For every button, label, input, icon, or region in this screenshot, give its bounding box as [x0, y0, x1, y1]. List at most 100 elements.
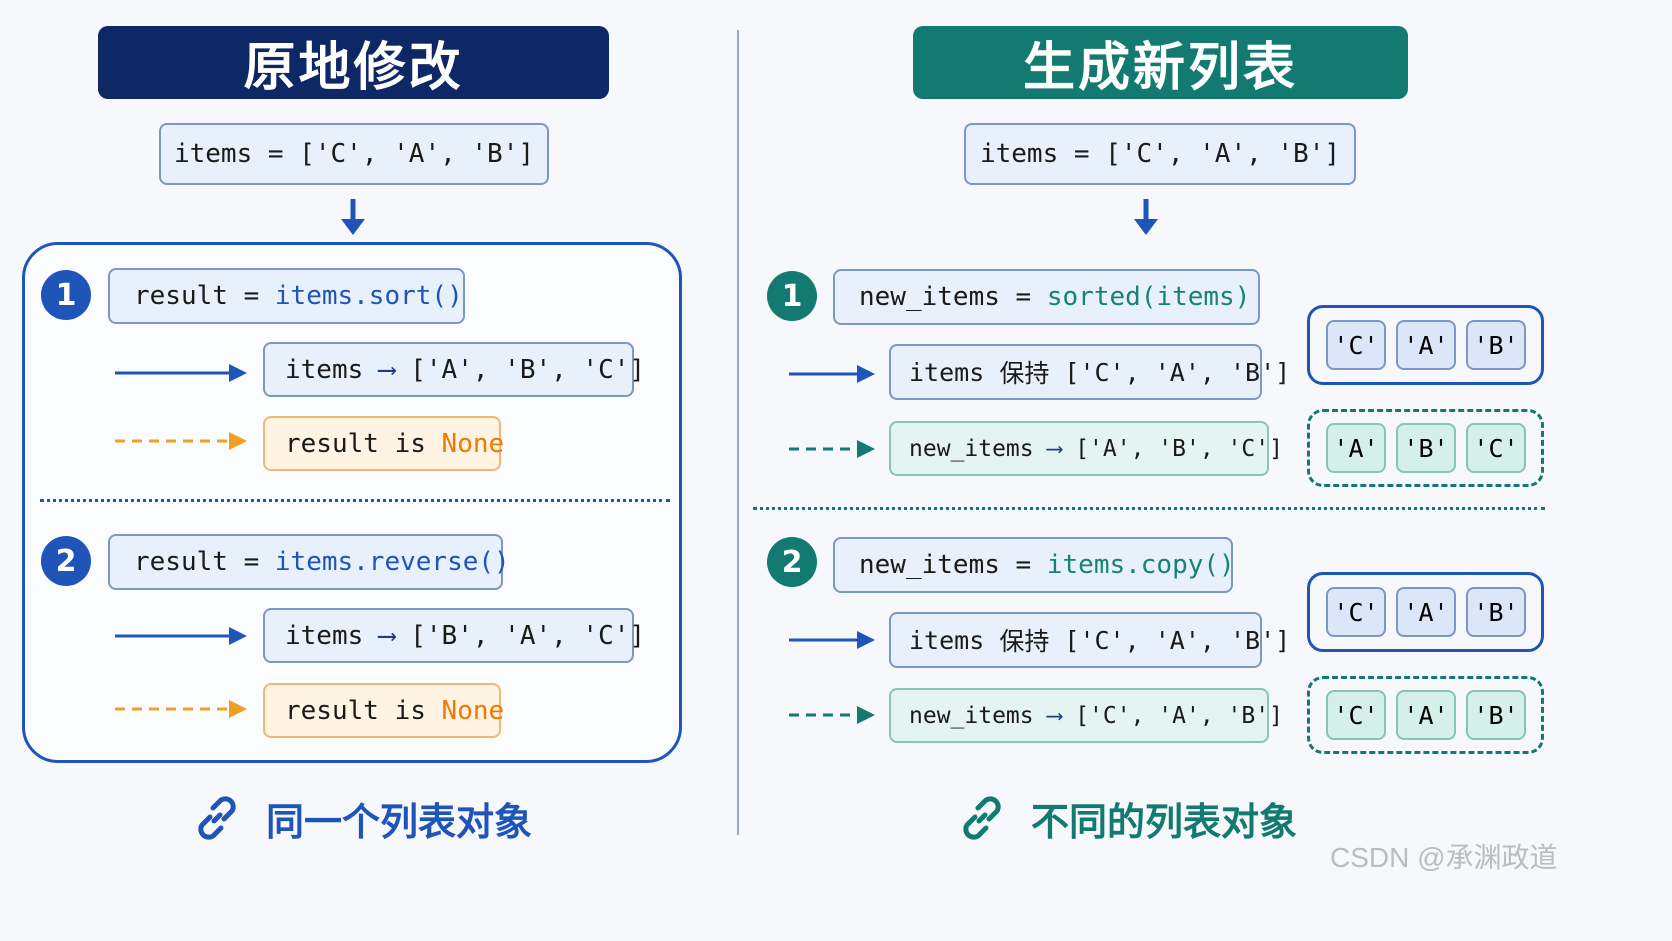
items-state-box: items ⟶ ['B', 'A', 'C']	[263, 608, 645, 663]
step-1-badge: 1	[41, 270, 91, 320]
keep-var: items	[909, 357, 985, 387]
result-none-box: result is None	[263, 416, 504, 471]
list-cell: 'B'	[1466, 587, 1526, 637]
res-val: None	[441, 428, 505, 459]
right-caption-text: 不同的列表对象	[1031, 799, 1298, 844]
code-call: items.reverse()	[274, 547, 510, 577]
list-cell: 'A'	[1396, 587, 1456, 637]
start-val: ['C', 'A', 'B']	[299, 139, 535, 169]
keep-word: 保持	[999, 627, 1050, 656]
solid-arrow	[115, 627, 247, 645]
res-var: result	[285, 695, 379, 726]
new-val: ['A', 'B', 'C']	[1075, 435, 1283, 462]
code-var: new_items	[859, 550, 1000, 580]
start-eq: =	[1073, 139, 1090, 169]
left-title-text: 原地修改	[243, 38, 464, 98]
code-call: items.sort()	[274, 281, 463, 311]
code-var: result	[134, 547, 228, 577]
sort-code-box: result = items.sort()	[108, 268, 465, 324]
link-icon	[198, 796, 236, 840]
keep-var: items	[909, 625, 985, 655]
center-divider	[737, 30, 739, 835]
new-var: new_items	[909, 702, 1034, 729]
code-eq: =	[243, 547, 260, 577]
step-number: 2	[781, 544, 803, 580]
left-caption-text: 同一个列表对象	[266, 799, 533, 844]
left-steps-frame	[22, 242, 682, 763]
keep-val: ['C', 'A', 'B']	[1064, 357, 1291, 387]
dashed-arrow	[115, 700, 247, 718]
res-val: None	[441, 695, 505, 726]
left-caption: 同一个列表对象	[190, 790, 532, 846]
list-cell: 'A'	[1396, 320, 1456, 370]
result-none-box: result is None	[263, 683, 504, 738]
step-number: 1	[55, 277, 77, 313]
arrow-right-icon: ⟶	[1047, 702, 1062, 729]
dashed-arrow	[115, 432, 247, 450]
dashed-arrow	[789, 706, 875, 724]
list-cell: 'B'	[1396, 423, 1456, 473]
step-number: 1	[781, 278, 803, 314]
sorted-code-box: new_items = sorted(items)	[833, 269, 1260, 325]
list-cell: 'C'	[1326, 690, 1386, 740]
left-dotted-separator	[40, 499, 670, 502]
right-title-text: 生成新列表	[1022, 38, 1298, 98]
copy-code-box: new_items = items.copy()	[833, 537, 1235, 593]
step-number: 2	[55, 543, 77, 579]
step-2-badge: 2	[767, 537, 817, 587]
right-caption: 不同的列表对象	[955, 790, 1297, 846]
right-start-code: items = ['C', 'A', 'B']	[964, 123, 1356, 185]
new-items-box: new_items ⟶ ['C', 'A', 'B']	[889, 688, 1283, 743]
new-items-box: new_items ⟶ ['A', 'B', 'C']	[889, 421, 1283, 476]
new-var: new_items	[909, 435, 1034, 462]
arrow-right-icon: ⟶	[378, 354, 395, 385]
state-var: items	[285, 354, 364, 385]
start-eq: =	[267, 139, 284, 169]
arrow-right-icon: ⟶	[1047, 435, 1062, 462]
code-eq: =	[1015, 282, 1032, 312]
state-val: ['B', 'A', 'C']	[410, 620, 646, 651]
new-list-frame	[1307, 676, 1544, 754]
code-call: sorted(items)	[1046, 282, 1251, 312]
code-var: new_items	[859, 282, 1000, 312]
start-var: items	[979, 139, 1059, 169]
list-cell: 'A'	[1326, 423, 1386, 473]
dashed-arrow	[789, 440, 875, 458]
right-down-arrow	[1134, 199, 1158, 235]
res-is: is	[394, 428, 426, 459]
new-val: ['C', 'A', 'B']	[1075, 702, 1283, 729]
state-val: ['A', 'B', 'C']	[410, 354, 646, 385]
res-is: is	[394, 695, 426, 726]
link-icon	[963, 796, 1001, 840]
right-title: 生成新列表	[913, 26, 1408, 99]
res-var: result	[285, 428, 379, 459]
list-cell: 'A'	[1396, 690, 1456, 740]
left-start-code: items = ['C', 'A', 'B']	[159, 123, 549, 185]
keep-val: ['C', 'A', 'B']	[1064, 625, 1291, 655]
list-cell: 'B'	[1466, 320, 1526, 370]
items-keep-box: items 保持 ['C', 'A', 'B']	[889, 344, 1290, 400]
arrow-right-icon: ⟶	[378, 620, 395, 651]
left-title: 原地修改	[98, 26, 609, 99]
list-cell: 'C'	[1326, 587, 1386, 637]
start-val: ['C', 'A', 'B']	[1105, 139, 1341, 169]
right-dotted-separator	[753, 507, 1545, 510]
list-cell: 'B'	[1466, 690, 1526, 740]
original-list-frame	[1307, 572, 1544, 652]
original-list-frame	[1307, 305, 1544, 385]
keep-word: 保持	[999, 359, 1050, 388]
code-call: items.copy()	[1046, 550, 1235, 580]
list-cell: 'C'	[1466, 423, 1526, 473]
state-var: items	[285, 620, 364, 651]
left-down-arrow	[341, 199, 365, 235]
reverse-code-box: result = items.reverse()	[108, 534, 510, 590]
solid-arrow	[789, 365, 875, 383]
step-2-badge: 2	[41, 536, 91, 586]
start-var: items	[173, 139, 253, 169]
new-list-frame	[1307, 409, 1544, 487]
code-eq: =	[1015, 550, 1032, 580]
solid-arrow	[115, 364, 247, 382]
code-var: result	[134, 281, 228, 311]
items-keep-box: items 保持 ['C', 'A', 'B']	[889, 612, 1290, 668]
step-1-badge: 1	[767, 271, 817, 321]
